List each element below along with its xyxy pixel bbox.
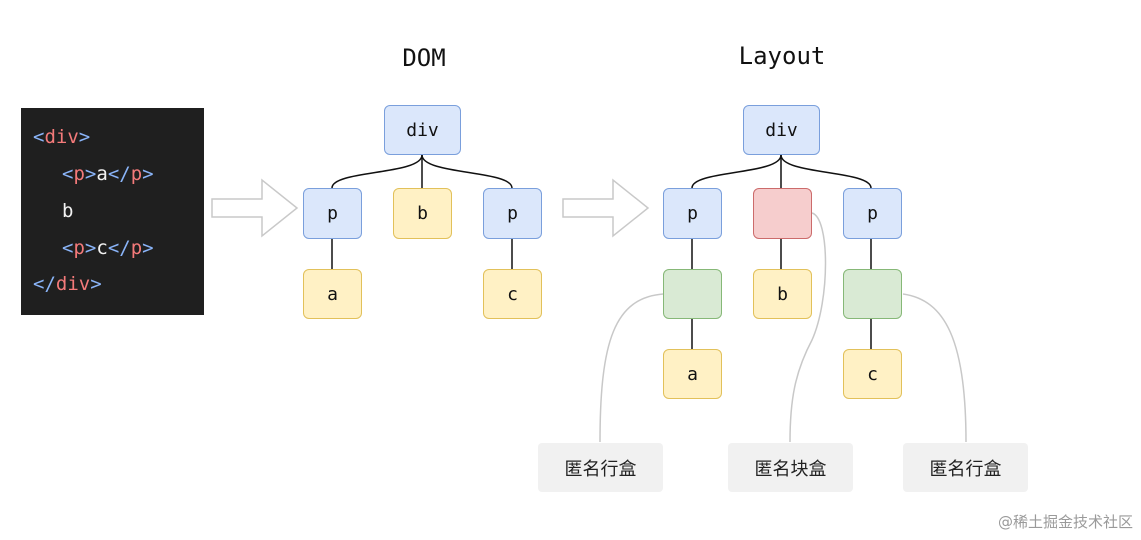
code-tag: p xyxy=(130,237,143,259)
code-bracket: > xyxy=(90,273,102,295)
code-text: c xyxy=(96,237,108,259)
label-anon-line-box-right: 匿名行盒 xyxy=(903,443,1028,492)
code-line-2: <p>a</p> xyxy=(62,163,154,185)
layout-node-b: b xyxy=(753,269,812,319)
layout-node-div: div xyxy=(743,105,820,155)
layout-node-p-right: p xyxy=(843,188,902,239)
code-text: b xyxy=(62,200,74,222)
dom-node-a: a xyxy=(303,269,362,319)
dom-node-c: c xyxy=(483,269,542,319)
dom-node-p-right: p xyxy=(483,188,542,239)
code-bracket: > xyxy=(84,237,97,259)
layout-node-anon-line-right xyxy=(843,269,902,319)
layout-title: Layout xyxy=(738,42,826,70)
callout-anon-line-right xyxy=(902,293,967,443)
code-tag: div xyxy=(44,126,79,148)
code-tag: p xyxy=(73,163,85,185)
code-bracket: </ xyxy=(107,163,131,185)
layout-node-a: a xyxy=(663,349,722,399)
code-bracket: < xyxy=(62,163,74,185)
code-line-3: b xyxy=(62,200,73,222)
code-bracket: < xyxy=(33,126,45,148)
arrow-right-icon xyxy=(211,178,299,238)
code-bracket: < xyxy=(62,237,74,259)
code-bracket: > xyxy=(142,163,154,185)
code-bracket: > xyxy=(78,126,91,148)
code-line-4: <p>c</p> xyxy=(62,237,154,259)
code-bracket: </ xyxy=(33,273,56,295)
code-tag: div xyxy=(55,273,91,295)
dom-node-p-left: p xyxy=(303,188,362,239)
layout-node-anon-line-left xyxy=(663,269,722,319)
code-tag: p xyxy=(73,237,85,259)
label-anon-block-box: 匿名块盒 xyxy=(728,443,853,492)
dom-title: DOM xyxy=(402,44,446,72)
code-text: a xyxy=(96,163,108,185)
dom-node-b: b xyxy=(393,188,452,239)
code-line-5: </div> xyxy=(33,273,102,295)
code-bracket: > xyxy=(84,163,97,185)
dom-edge-root-p2 xyxy=(421,154,513,189)
layout-node-p-left: p xyxy=(663,188,722,239)
dom-node-div: div xyxy=(384,105,461,155)
arrow-right-icon xyxy=(562,178,650,238)
callout-anon-line-left xyxy=(599,293,664,443)
layout-node-anon-block xyxy=(753,188,812,239)
code-bracket: </ xyxy=(107,237,131,259)
layout-edge-root-p2 xyxy=(780,154,872,189)
callout-anon-block xyxy=(789,212,827,443)
layout-node-c: c xyxy=(843,349,902,399)
layout-edge-root-p1 xyxy=(691,154,782,189)
watermark: @稀土掘金技术社区 xyxy=(997,513,1133,531)
dom-edge-root-p1 xyxy=(331,154,423,189)
label-anon-line-box-left: 匿名行盒 xyxy=(538,443,663,492)
code-line-1: <div> xyxy=(33,126,90,148)
code-bracket: > xyxy=(142,237,154,259)
code-tag: p xyxy=(130,163,143,185)
html-code-block: <div> <p>a</p> b <p>c</p> </div> xyxy=(21,108,204,315)
